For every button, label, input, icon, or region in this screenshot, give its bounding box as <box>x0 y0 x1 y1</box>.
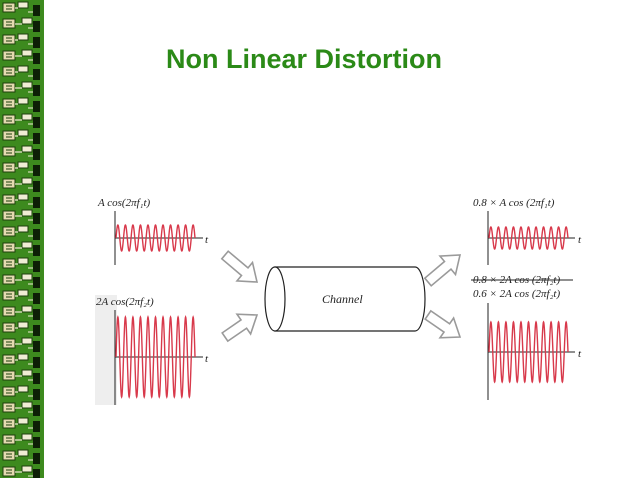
output-top-label: 0.8 × A cos (2πf₁t) <box>473 197 555 209</box>
output-bottom-t-label: t <box>578 348 582 360</box>
output-top-arrow-icon <box>423 254 462 287</box>
channel-cylinder: Channel <box>264 266 426 332</box>
circuit-pattern <box>2 1 40 480</box>
output-top-waveform-panel: 0.8 × A cos (2πf₁t) t <box>473 197 582 265</box>
input-bottom-arrow-icon <box>221 313 259 343</box>
output-bottom-sinusoid <box>488 320 569 384</box>
input-top-arrow-icon <box>220 250 259 283</box>
input-bottom-label: 2A cos(2πf₂t) <box>96 296 154 308</box>
output-bottom-label: 0.6 × 2A cos (2πf₂t) <box>473 288 560 300</box>
channel-label: Channel <box>322 292 363 306</box>
distortion-diagram: A cos(2πf₁t) t 2A cos(2πf₂t) t Channel 0… <box>95 197 582 405</box>
input-bottom-t-label: t <box>205 353 209 365</box>
input-top-t-label: t <box>205 234 209 246</box>
output-top-sinusoid <box>488 226 569 250</box>
input-top-sinusoid <box>115 224 196 252</box>
input-top-waveform-panel: A cos(2πf₁t) t <box>97 197 209 265</box>
input-bottom-waveform-panel: 2A cos(2πf₂t) t <box>95 295 209 405</box>
output-bottom-waveform-panel: 0.8 × 2A cos (2πf₂t) 0.6 × 2A cos (2πf₂t… <box>471 274 582 400</box>
input-top-label: A cos(2πf₁t) <box>97 197 151 209</box>
slide-title: Non Linear Distortion <box>166 44 442 74</box>
decorative-left-border <box>0 0 44 480</box>
input-bottom-shading <box>95 295 117 405</box>
output-bottom-arrow-icon <box>424 309 462 339</box>
input-bottom-sinusoid <box>115 315 196 399</box>
output-top-t-label: t <box>578 234 582 246</box>
